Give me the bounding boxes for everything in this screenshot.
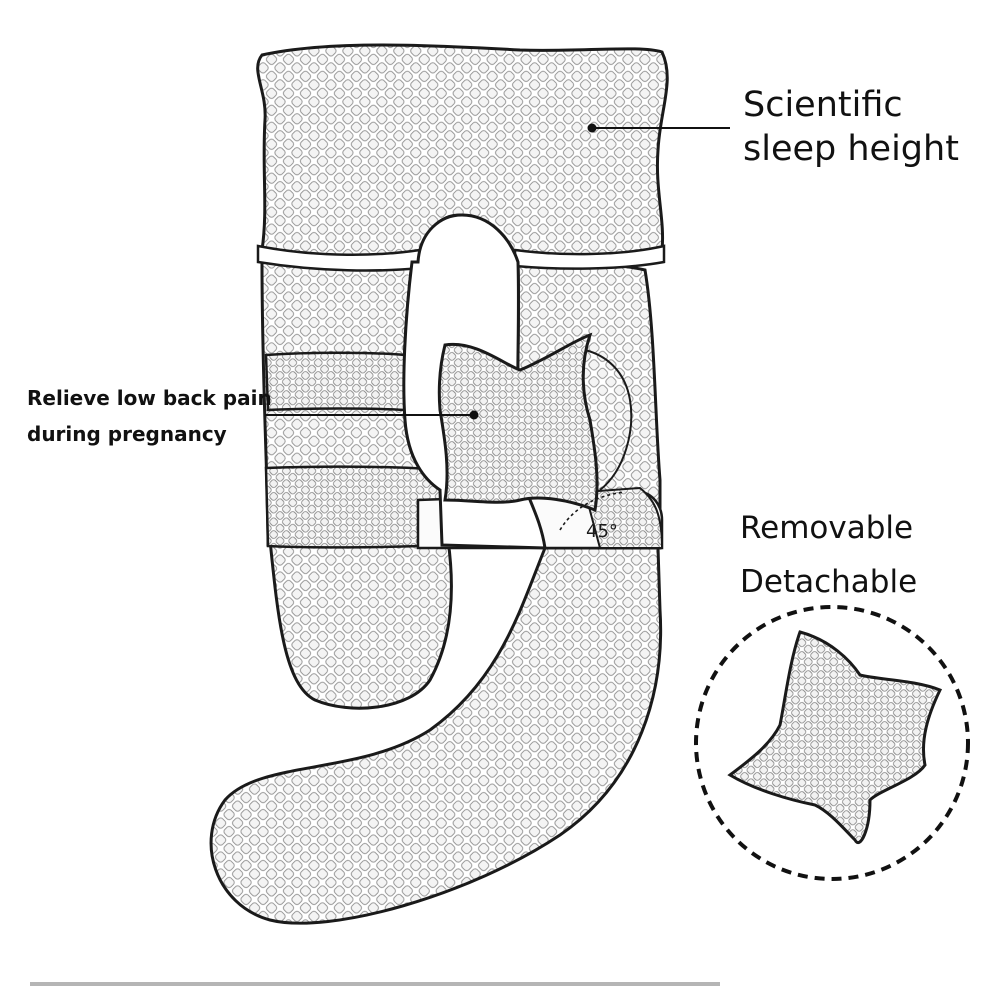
label-sleep-height-line1: Scientific — [743, 85, 903, 125]
leader-back-pain — [265, 410, 479, 420]
strap-band-upper — [264, 351, 407, 412]
lumbar-star-pillow — [437, 332, 599, 513]
label-back-pain-line1: Relieve low back pain — [27, 386, 272, 410]
label-removable: Removable Detachable — [740, 501, 917, 609]
detachable-inset — [694, 605, 970, 881]
detached-star-pillow — [727, 630, 943, 844]
angle-marker: 45° — [559, 491, 626, 542]
pillow-tail — [209, 546, 663, 925]
leader-sleep-height — [587, 123, 730, 133]
label-removable-line1: Removable — [740, 510, 914, 546]
label-sleep-height: Scientific sleep height — [743, 84, 959, 172]
strap-band-lower — [264, 465, 444, 549]
angle-marker-text: 45° — [586, 521, 618, 542]
label-back-pain-line2: during pregnancy — [27, 422, 227, 446]
label-back-pain: Relieve low back pain during pregnancy — [27, 380, 272, 452]
label-sleep-height-line2: sleep height — [743, 128, 959, 169]
pillow-left-leg — [268, 538, 453, 710]
label-removable-line2: Detachable — [740, 564, 918, 600]
